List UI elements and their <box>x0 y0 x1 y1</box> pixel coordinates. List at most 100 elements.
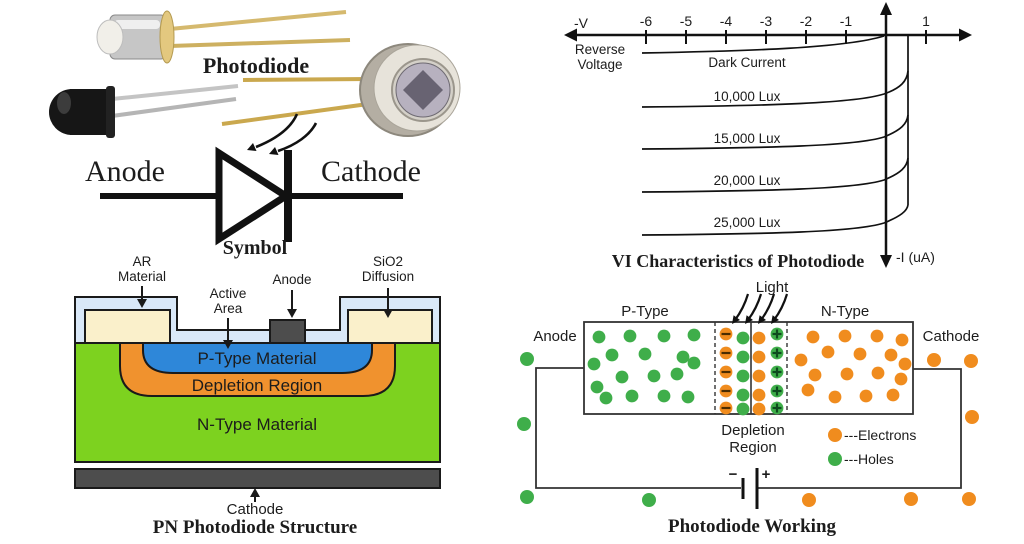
electron-dot <box>898 357 912 371</box>
ar-material-label: AR <box>133 254 152 269</box>
diode-symbol-section: Anode Cathode Symbol <box>85 113 421 259</box>
hole-dot <box>625 389 639 403</box>
dark-current-curve <box>641 35 885 54</box>
silver-lead <box>111 97 237 118</box>
depletion-region-label: Depletion Region <box>192 376 322 395</box>
axis-ticks <box>645 30 927 44</box>
dome-lens <box>96 19 124 55</box>
gold-lead <box>242 77 371 82</box>
curve-label-dark-current: Dark Current <box>708 55 786 70</box>
hole-dot <box>638 347 652 361</box>
structure-pointer-arrows <box>137 286 393 502</box>
cathode-wire <box>758 368 962 489</box>
p-type-material-label: P-Type Material <box>197 349 316 368</box>
sio2-diffusion-label: Diffusion <box>362 269 414 284</box>
sio2-diffusion-pad <box>347 309 433 344</box>
x-axis-label: -V <box>574 15 589 31</box>
hole-dot <box>642 493 656 507</box>
black-highlight <box>57 92 71 114</box>
electron-dot <box>752 369 766 383</box>
anode-contact <box>269 319 306 344</box>
light-ray <box>747 293 763 321</box>
electron-dot <box>794 353 808 367</box>
electron-dot <box>808 368 822 382</box>
electron-dot <box>894 372 908 386</box>
electron-dot <box>840 367 854 381</box>
p-type-region <box>142 342 373 374</box>
active-area-label: Active <box>210 286 247 301</box>
symbol-caption: Symbol <box>223 237 288 259</box>
depletion-region-label: Depletion <box>721 422 784 439</box>
electron-dot <box>927 353 941 367</box>
electron-dot <box>752 388 766 402</box>
electron-dot <box>806 330 820 344</box>
tick-label: -3 <box>760 13 773 29</box>
electron-dot <box>886 388 900 402</box>
hole-dot <box>587 357 601 371</box>
electron-dot <box>802 493 816 507</box>
electron-dot <box>871 366 885 380</box>
electron-dot <box>964 354 978 368</box>
light-ray-arrowhead <box>745 315 753 324</box>
hole-dot <box>590 380 604 394</box>
curve-label-25000-lux: 25,000 Lux <box>714 215 781 230</box>
axis-arrow-down <box>880 255 892 268</box>
p-type-label: P-Type <box>621 303 669 320</box>
n-type-label: N-Type <box>821 303 869 320</box>
reverse-voltage-label: Voltage <box>577 57 622 72</box>
hole-dot <box>736 350 750 364</box>
hole-dot <box>676 350 690 364</box>
n-type-material-label: N-Type Material <box>197 415 317 434</box>
axis-arrow-left <box>564 28 577 42</box>
hole-dot <box>687 328 701 342</box>
hole-dot <box>615 370 629 384</box>
black-flange <box>106 86 115 138</box>
electron-dot <box>821 345 835 359</box>
electron-dot <box>965 410 979 424</box>
anode-wire <box>535 367 741 489</box>
cathode-contact-bar <box>74 468 441 489</box>
black-epoxy-photodiode-photo <box>49 84 239 138</box>
tick-label: -4 <box>720 13 733 29</box>
photodiode-caption: Photodiode <box>203 53 310 78</box>
tick-label: -1 <box>840 13 853 29</box>
hole-dot <box>517 417 531 431</box>
light-ray-arrowhead <box>758 315 766 324</box>
hole-dot <box>736 331 750 345</box>
to5-window-photodiode-photo <box>221 43 461 137</box>
hole-dot <box>520 490 534 504</box>
light-ray <box>773 293 789 321</box>
electron-dot <box>752 350 766 364</box>
structure-section: AR Material Active Area Anode SiO2 Diffu… <box>74 254 441 538</box>
light-ray <box>760 293 776 321</box>
structure-title: PN Photodiode Structure <box>153 517 357 538</box>
carrier-dots <box>517 327 979 507</box>
tick-label: -5 <box>680 13 693 29</box>
silver-lead <box>111 84 239 101</box>
hole-dot <box>623 329 637 343</box>
light-ray-arrowhead <box>732 315 740 324</box>
electron-dot <box>962 492 976 506</box>
ar-material-pad <box>84 309 171 344</box>
hole-dot <box>605 348 619 362</box>
axis-arrow-up <box>880 2 892 15</box>
curve-label-20000-lux: 20,000 Lux <box>714 173 781 188</box>
electron-dot <box>838 329 852 343</box>
gold-lead <box>169 38 351 48</box>
light-label: Light <box>756 279 789 296</box>
electron-dot <box>870 329 884 343</box>
hole-dot <box>736 388 750 402</box>
anode-terminal-label: Anode <box>533 328 576 345</box>
electron-dot <box>752 331 766 345</box>
hole-legend-dot <box>828 452 842 466</box>
cathode-terminal-label: Cathode <box>923 328 980 345</box>
light-arrows-icon <box>247 113 318 155</box>
hole-dot <box>657 329 671 343</box>
electrons-legend-label: ---Electrons <box>844 427 916 443</box>
tick-label: -6 <box>640 13 653 29</box>
gold-lead <box>221 102 369 126</box>
electron-legend-dot <box>828 428 842 442</box>
metal-can-photodiode-photo <box>96 10 351 64</box>
